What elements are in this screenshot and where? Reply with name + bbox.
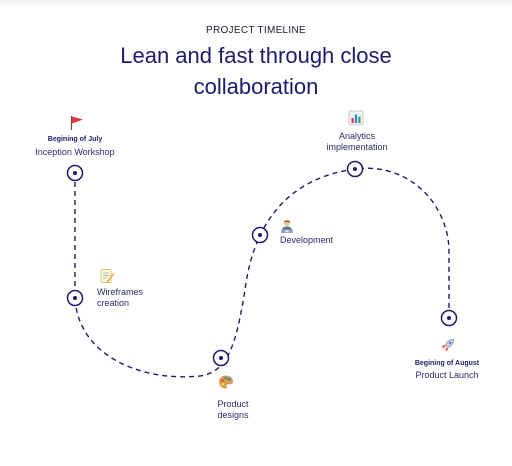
milestone-label-launch: Product Launch — [415, 370, 479, 380]
milestone-node-development — [251, 226, 269, 244]
artist-palette-icon — [219, 375, 233, 389]
milestone-label-analytics-line-1: Analytics — [338, 131, 375, 141]
milestone-node-designs — [212, 349, 230, 367]
milestone-label-wireframes-line-1: Wireframes — [97, 287, 144, 297]
timeline-path — [74, 167, 450, 378]
milestone-label-inception: Inception Workshop — [35, 147, 115, 157]
red-flag-icon — [70, 116, 83, 130]
top-shade — [0, 0, 512, 8]
milestone-node-analytics — [346, 160, 364, 178]
page-title: Lean and fast through close collaboratio… — [0, 40, 512, 102]
milestone-label-development: Development — [280, 235, 334, 245]
bar-chart-icon — [348, 110, 364, 126]
milestone-label-analytics-line-2: implementation — [326, 142, 388, 152]
milestone-node-launch — [440, 309, 458, 327]
rocket-icon — [441, 338, 455, 352]
milestone-node-inception — [66, 164, 84, 182]
technologist-icon — [281, 219, 293, 233]
milestone-date-inception: Begining of July — [47, 136, 103, 143]
milestone-label-analytics: Analytics implementation — [310, 131, 404, 153]
milestone-label-designs-line-2: designs — [217, 410, 249, 420]
milestone-label-wireframes: Wireframes creation — [97, 287, 143, 309]
section-eyebrow: PROJECT TIMELINE — [205, 25, 306, 36]
page-title-line-1: Lean and fast through close — [120, 43, 392, 68]
page-title-line-2: collaboration — [193, 74, 319, 99]
milestone-node-wireframes — [66, 289, 84, 307]
memo-icon — [100, 269, 115, 283]
milestone-date-launch: Begining of August — [414, 360, 480, 367]
milestone-label-designs-line-1: Product — [217, 399, 249, 409]
milestone-label-wireframes-line-2: creation — [97, 298, 130, 308]
milestone-label-designs: Product designs — [196, 399, 270, 421]
